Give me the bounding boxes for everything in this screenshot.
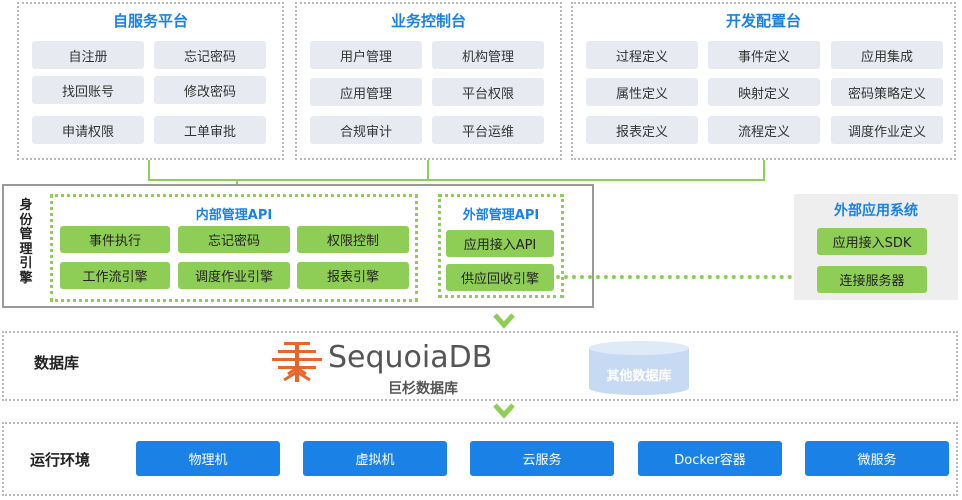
user-management-button[interactable]: 用户管理: [310, 41, 422, 69]
database-label: 数据库: [34, 354, 80, 372]
label-char: 管: [19, 227, 33, 242]
app-integration-button[interactable]: 应用集成: [831, 41, 943, 69]
cloud-service-button[interactable]: 云服务: [470, 441, 614, 476]
label-char: 理: [19, 241, 33, 257]
sequoiadb-logo-icon: [272, 342, 322, 382]
workflow-engine-button[interactable]: 工作流引擎: [60, 262, 170, 289]
platform-permission-button[interactable]: 平台权限: [432, 78, 544, 106]
schedule-job-button[interactable]: 调度作业定义: [831, 116, 943, 144]
database-cylinder-icon: [589, 341, 689, 395]
label-char: 擎: [19, 270, 33, 286]
chevron-down-icon: [493, 403, 515, 419]
forgot-password-button[interactable]: 忘记密码: [154, 41, 266, 69]
other-database-label: 其他数据库: [606, 369, 672, 384]
password-policy-button[interactable]: 密码策略定义: [831, 78, 943, 106]
report-definition-button[interactable]: 报表定义: [586, 116, 698, 144]
identity-engine-label: 身 份 管 理 引 擎: [16, 198, 36, 286]
app-access-api-button[interactable]: 应用接入API: [446, 230, 554, 257]
internal-api-box: 内部管理API: [50, 194, 418, 302]
physical-machine-button[interactable]: 物理机: [136, 441, 280, 476]
business-console-panel: 业务控制台 用户管理 机构管理 应用管理 平台权限 合规审计 平台运维: [295, 2, 562, 160]
label-char: 份: [19, 212, 33, 228]
mapping-definition-button[interactable]: 映射定义: [708, 78, 820, 106]
compliance-audit-button[interactable]: 合规审计: [310, 116, 422, 144]
sequoiadb-logo-text: SequoiaDB: [328, 340, 493, 375]
external-api-box: 外部管理API: [438, 194, 564, 298]
process-definition-button[interactable]: 过程定义: [586, 41, 698, 69]
dev-config-title: 开发配置台: [725, 12, 801, 30]
event-exec-button[interactable]: 事件执行: [60, 226, 170, 253]
label-char: 引: [19, 256, 33, 271]
org-management-button[interactable]: 机构管理: [432, 41, 544, 69]
runtime-label: 运行环境: [30, 451, 91, 469]
app-access-sdk-button[interactable]: 应用接入SDK: [817, 228, 927, 255]
external-api-title: 外部管理API: [462, 208, 540, 223]
self-service-title: 自服务平台: [112, 12, 188, 30]
label-char: 身: [19, 198, 33, 213]
access-control-button[interactable]: 权限控制: [297, 226, 409, 253]
platform-ops-button[interactable]: 平台运维: [432, 116, 544, 144]
provision-engine-button[interactable]: 供应回收引擎: [446, 264, 554, 291]
self-register-button[interactable]: 自注册: [32, 41, 144, 69]
provision-link-line: [556, 275, 808, 279]
flow-definition-button[interactable]: 流程定义: [708, 116, 820, 144]
dev-config-panel: 开发配置台 过程定义 事件定义 应用集成 属性定义 映射定义 密码策略定义 报表…: [571, 2, 956, 160]
ticket-approval-button[interactable]: 工单审批: [154, 116, 266, 144]
schedule-engine-button[interactable]: 调度作业引擎: [178, 262, 290, 289]
connector-server-button[interactable]: 连接服务器: [817, 266, 927, 293]
connector-horizontal: [148, 179, 765, 181]
docker-container-button[interactable]: Docker容器: [638, 441, 782, 476]
recover-account-button[interactable]: 找回账号: [32, 76, 144, 104]
microservice-button[interactable]: 微服务: [805, 441, 949, 476]
connector-middle: [427, 160, 429, 181]
virtual-machine-button[interactable]: 虚拟机: [303, 441, 447, 476]
sequoiadb-logo-subtext: 巨杉数据库: [388, 381, 458, 397]
business-console-title: 业务控制台: [390, 12, 466, 30]
external-system-title: 外部应用系统: [834, 203, 918, 219]
internal-forgot-password-button[interactable]: 忘记密码: [178, 226, 290, 253]
connector-right: [763, 160, 765, 181]
event-definition-button[interactable]: 事件定义: [708, 41, 820, 69]
app-management-button[interactable]: 应用管理: [310, 78, 422, 106]
connector-left: [148, 160, 150, 181]
database-panel: [2, 331, 958, 401]
change-password-button[interactable]: 修改密码: [154, 76, 266, 104]
chevron-down-icon: [493, 313, 515, 329]
attribute-definition-button[interactable]: 属性定义: [586, 78, 698, 106]
internal-api-title: 内部管理API: [195, 208, 273, 223]
report-engine-button[interactable]: 报表引擎: [297, 262, 409, 289]
request-permission-button[interactable]: 申请权限: [32, 116, 144, 144]
self-service-panel: 自服务平台 自注册 忘记密码 找回账号 修改密码 申请权限 工单审批: [17, 2, 284, 160]
